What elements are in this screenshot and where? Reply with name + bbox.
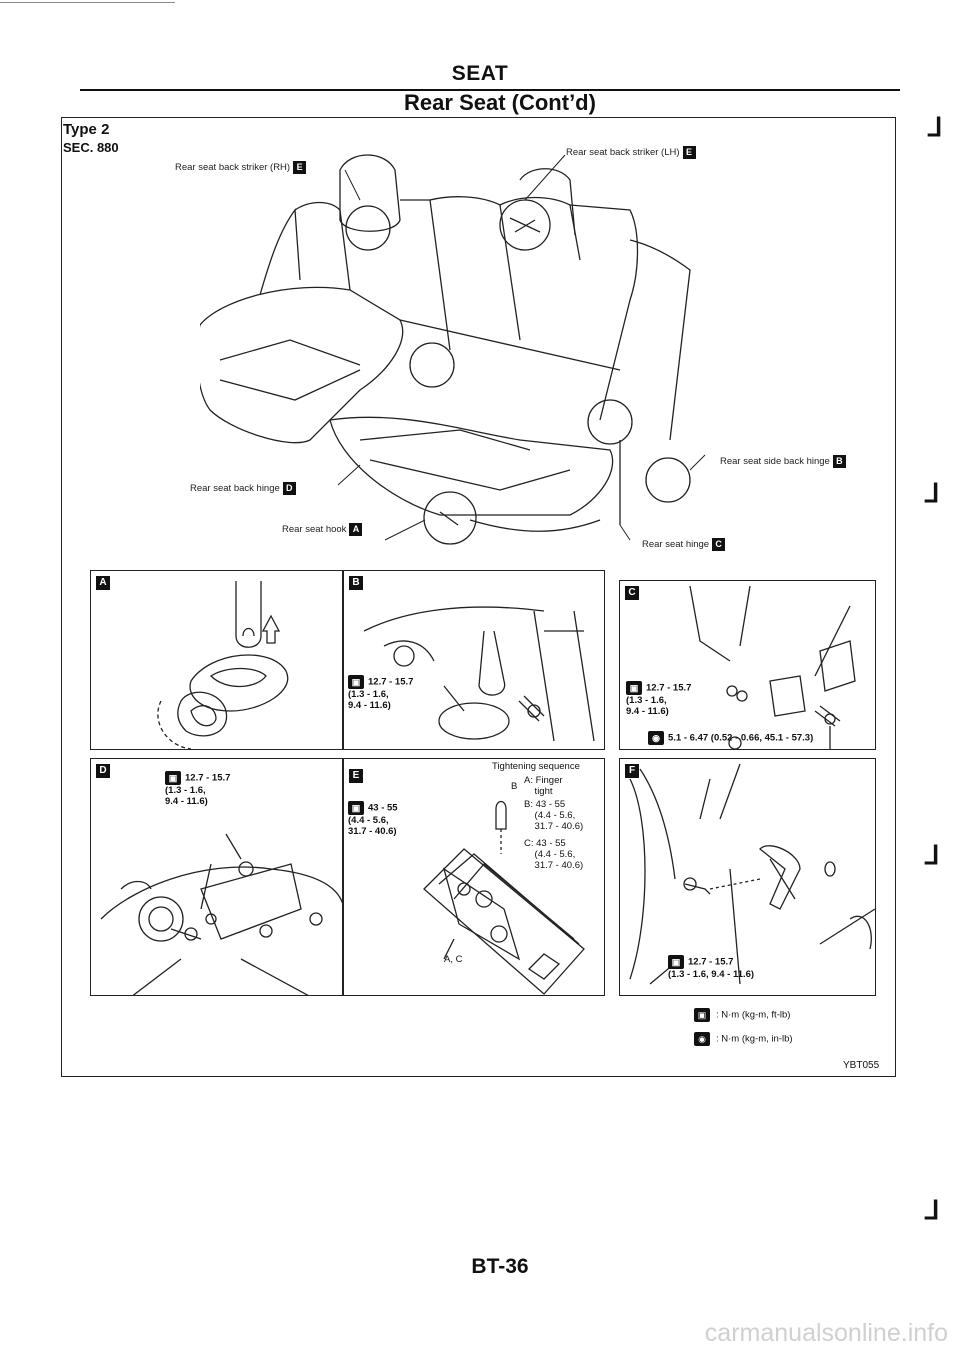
front-striker-illustration	[629, 763, 875, 985]
badge-d: D	[282, 482, 296, 495]
torque-wrench-icon: ▣	[165, 771, 181, 785]
side-back-hinge-illustration	[363, 606, 595, 742]
sequence-b-label: B	[511, 781, 518, 792]
tightening-sequence-title: Tightening sequence	[492, 761, 580, 772]
torque-wrench-small-icon: ◉	[648, 731, 664, 745]
ac-label: A, C	[444, 954, 463, 965]
back-striker-illustration	[423, 800, 585, 995]
sequence-step-b: B: 43 - 55 (4.4 - 5.6, 31.7 - 40.6)	[524, 799, 584, 832]
panel-badge: C	[625, 586, 639, 600]
legend-in-lb: ◉: N·m (kg-m, in-lb)	[694, 1032, 793, 1046]
back-hinge-illustration	[100, 833, 342, 995]
sec-label: SEC. 880	[63, 140, 119, 155]
detail-panel-e: E ▣43 - 55 (4.4 - 5.6, 31.7 - 40.6) Tigh…	[343, 758, 605, 996]
legend-ft-lb: ▣: N·m (kg-m, ft-lb)	[694, 1008, 790, 1022]
torque-wrench-icon: ▣	[348, 801, 364, 815]
sequence-step-c: C: 43 - 55 (4.4 - 5.6, 31.7 - 40.6)	[524, 838, 584, 871]
page-number: BT-36	[471, 1255, 529, 1278]
torque-spec: ▣43 - 55 (4.4 - 5.6, 31.7 - 40.6)	[348, 801, 398, 837]
seat-hinge-illustration	[689, 585, 856, 749]
edge-mark: ⅃	[928, 112, 943, 142]
detail-panel-a: A	[90, 570, 343, 750]
page-subtitle: Rear Seat (Cont’d)	[404, 90, 596, 115]
callout-striker-rh: Rear seat back striker (RH)E	[175, 161, 307, 174]
panel-badge: A	[96, 576, 110, 590]
torque-spec: ▣12.7 - 15.7 (1.3 - 1.6, 9.4 - 11.6)	[348, 675, 414, 711]
torque-wrench-small-icon: ◉	[694, 1032, 710, 1046]
detail-panel-d: D ▣12.7 - 15.7 (1.3 - 1.6, 9.4 - 11.6)	[90, 758, 343, 996]
panel-badge: B	[349, 576, 363, 590]
sequence-step-a: A: Finger tight	[524, 775, 563, 797]
torque-wrench-icon: ▣	[348, 675, 364, 689]
detail-panel-f: F ▣12.7 - 15.7 (1.3 - 1.6, 9.4 - 11.6)	[619, 758, 876, 996]
panel-badge: F	[625, 764, 639, 778]
badge-e: E	[682, 146, 696, 159]
badge-b: B	[832, 455, 846, 468]
torque-spec: ▣12.7 - 15.7 (1.3 - 1.6, 9.4 - 11.6)	[165, 771, 231, 807]
torque-spec-small: ◉5.1 - 6.47 (0.52 - 0.66, 45.1 - 57.3)	[648, 731, 813, 745]
detail-panel-b: B ▣12.7 - 15.7 (1.3 - 1.6, 9.4 - 11.6)	[343, 570, 605, 750]
edge-mark: ⅃	[925, 840, 940, 870]
torque-wrench-icon: ▣	[668, 955, 684, 969]
callout-striker-lh: Rear seat back striker (LH)E	[566, 146, 696, 159]
figure-frame	[61, 117, 896, 1077]
badge-c: C	[712, 538, 726, 551]
edge-mark: ⅃	[925, 1195, 940, 1225]
torque-spec: ▣12.7 - 15.7 (1.3 - 1.6, 9.4 - 11.6)	[668, 955, 755, 980]
edge-mark: ⅃	[925, 478, 940, 508]
badge-a: A	[349, 523, 363, 536]
panel-badge: E	[349, 769, 363, 783]
watermark: carmanualsonline.info	[704, 1319, 948, 1347]
header-rule	[80, 89, 900, 91]
panel-badge: D	[96, 764, 110, 778]
torque-spec: ▣12.7 - 15.7 (1.3 - 1.6, 9.4 - 11.6)	[626, 681, 692, 717]
top-edge-line	[0, 2, 175, 3]
torque-wrench-icon: ▣	[626, 681, 642, 695]
badge-e: E	[293, 161, 307, 174]
seat-exploded-illustration	[200, 154, 706, 545]
figure-ref-code: YBT055	[843, 1060, 880, 1071]
type-label: Type 2	[63, 121, 110, 138]
section-title: SEAT	[451, 62, 509, 85]
torque-wrench-icon: ▣	[694, 1008, 710, 1022]
hook-detail-illustration	[157, 581, 289, 749]
detail-panel-c: C ▣12.7 - 15.7 (1.3 - 1.6, 9.4 - 11.6) ◉…	[619, 580, 876, 750]
